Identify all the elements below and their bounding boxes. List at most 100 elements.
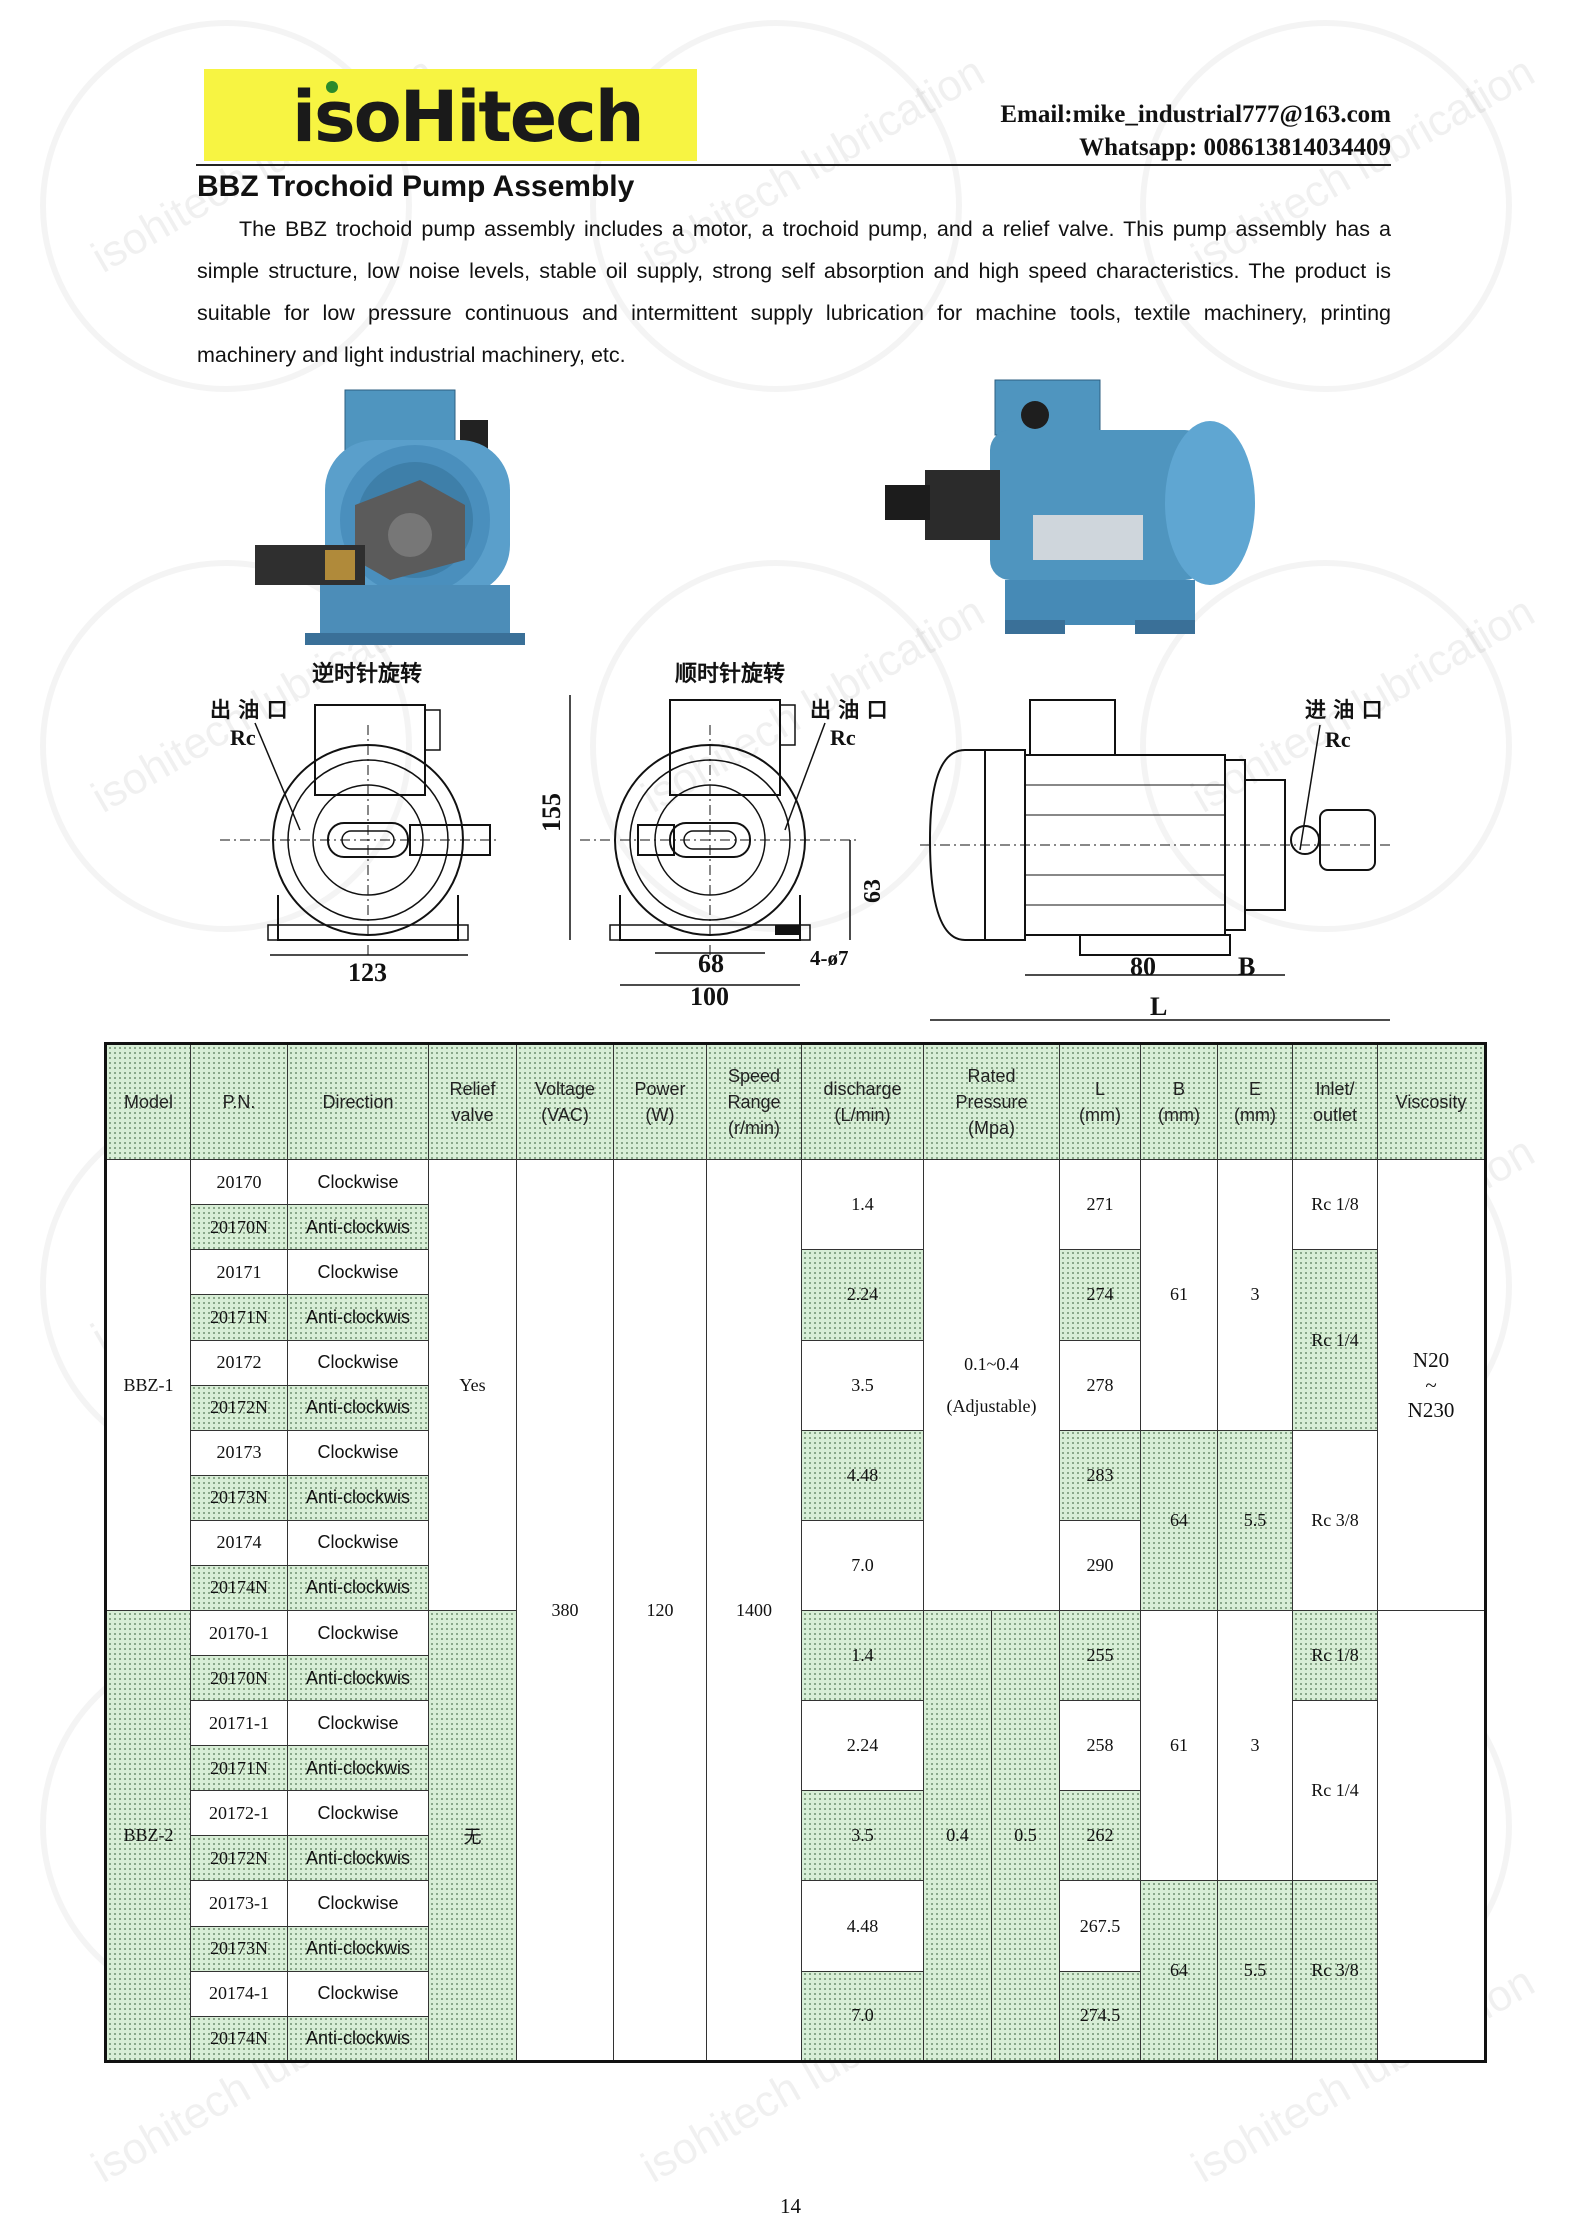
company-logo: isoHitech (204, 69, 697, 161)
port-thread: Rc (830, 725, 856, 750)
header-power: Power(W) (613, 1042, 707, 1161)
contact-info: Email:mike_industrial777@163.com Whatsap… (1000, 98, 1391, 164)
cell-pn: 20170 (190, 1159, 288, 1206)
cell-direction: Clockwise (287, 1970, 429, 2017)
table-row: 20173N Anti-clockwis (106, 1474, 1486, 1521)
header-pn: P.N. (190, 1042, 288, 1161)
cell-inlet: Rc 1/4 (1292, 1249, 1378, 1431)
header-model: Model (105, 1042, 191, 1161)
cell-l: 262 (1059, 1790, 1141, 1882)
cell-pn: 20173-1 (190, 1880, 288, 1927)
cell-viscosity (1377, 1610, 1486, 2062)
table-row: 20172-1 Clockwise 3.5 262 (106, 1790, 1486, 1882)
cell-pressure-max: 0.5 (991, 1610, 1060, 2062)
table-row: 20174-1 Clockwise 7.0 274.5 (106, 1970, 1486, 2063)
page-title: BBZ Trochoid Pump Assembly (197, 170, 635, 203)
cell-l: 283 (1059, 1429, 1141, 1521)
pump-photo-side (885, 379, 1255, 634)
table-row: BBZ-2 20170-1 Clockwise 无 1.4 0.4 0.5 25… (105, 1609, 1486, 2062)
cell-model: BBZ-1 (105, 1159, 191, 1611)
cell-inlet: Rc 1/8 (1292, 1609, 1378, 1702)
cell-inlet: Rc 1/4 (1292, 1700, 1378, 1882)
cell-pn: 20174-1 (190, 1970, 288, 2017)
cell-e: 3 (1217, 1609, 1293, 1882)
cell-pn: 20170N (190, 1655, 288, 1702)
header-viscosity: Viscosity (1377, 1042, 1486, 1161)
header-voltage: Voltage(VAC) (516, 1042, 614, 1161)
cell-direction: Anti-clockwis (287, 1384, 429, 1431)
header-divider (196, 164, 1391, 166)
cell-pn: 20174 (190, 1519, 288, 1566)
header-direction: Direction (287, 1042, 429, 1161)
cell-pn: 20171 (190, 1249, 288, 1296)
cell-l: 274 (1059, 1249, 1141, 1341)
table-row: 20174N Anti-clockwis (106, 1564, 1486, 1612)
cell-l: 274.5 (1059, 1970, 1141, 2063)
table-row: 20173 Clockwise 4.48 283 64 5.5 Rc 3/8 (106, 1429, 1486, 1612)
cell-direction: Anti-clockwis (287, 1474, 429, 1521)
table-row: 20173-1 Clockwise 4.48 267.5 64 5.5 Rc 3… (106, 1880, 1486, 2062)
dim-80: 80 (1130, 952, 1156, 981)
dim-holes: 4-ø7 (810, 946, 849, 970)
contact-whatsapp: Whatsapp: 008613814034409 (1079, 134, 1391, 161)
cell-discharge: 1.4 (801, 1159, 924, 1251)
cell-pn: 20171N (190, 1294, 288, 1341)
cell-l: 290 (1059, 1519, 1141, 1612)
cell-pn: 20172 (190, 1339, 288, 1386)
cell-discharge: 4.48 (801, 1429, 924, 1521)
cell-direction: Clockwise (287, 1519, 429, 1566)
cell-inlet: Rc 3/8 (1292, 1880, 1378, 2062)
cell-model: BBZ-2 (105, 1610, 191, 2062)
cell-direction: Anti-clockwis (287, 1564, 429, 1612)
table-row: 20172N Anti-clockwis (106, 1835, 1486, 1882)
table-row: 20174N Anti-clockwis (106, 2015, 1486, 2063)
cell-pn: 20172-1 (190, 1790, 288, 1837)
cell-direction: Clockwise (287, 1249, 429, 1296)
cell-l: 278 (1059, 1339, 1141, 1431)
drawing-clockwise: 顺时针旋转 出 油 口 Rc 155 63 68 4-ø7 100 (537, 661, 888, 1011)
table-row: 20172N Anti-clockwis (106, 1384, 1486, 1431)
dim-width: 123 (348, 958, 387, 985)
table-row: 20172 Clockwise 3.5 278 (106, 1339, 1486, 1431)
cell-direction: Clockwise (287, 1790, 429, 1837)
cell-pn: 20171-1 (190, 1700, 288, 1747)
table-row: 20170N Anti-clockwis (106, 1655, 1486, 1702)
cell-l: 258 (1059, 1700, 1141, 1792)
cell-direction: Clockwise (287, 1609, 429, 1657)
port-label: 进 油 口 (1305, 698, 1383, 722)
cell-discharge: 3.5 (801, 1790, 924, 1882)
cell-direction: Anti-clockwis (287, 1835, 429, 1882)
cell-direction: Clockwise (287, 1339, 429, 1386)
intro-paragraph: The BBZ trochoid pump assembly includes … (197, 217, 1391, 367)
cell-pressure: 0.1~0.4(Adjustable) (923, 1159, 1060, 1611)
cell-pn: 20174N (190, 1564, 288, 1612)
port-label: 出 油 口 (810, 698, 888, 722)
table-row: 20171N Anti-clockwis (106, 1745, 1486, 1792)
cell-b: 64 (1140, 1880, 1218, 2062)
table-row: BBZ-1 20170 Clockwise Yes 380 120 1400 1… (105, 1159, 1486, 2062)
cell-speed: 1400 (706, 1159, 802, 2062)
cell-b: 61 (1140, 1159, 1218, 1431)
cell-inlet: Rc 1/8 (1292, 1159, 1378, 1251)
cell-direction: Anti-clockwis (287, 1294, 429, 1341)
cell-relief: Yes (428, 1159, 517, 1611)
header-b: B(mm) (1140, 1042, 1218, 1161)
cell-direction: Clockwise (287, 1429, 429, 1476)
table-row: 20171 Clockwise 2.24 274 Rc 1/4 (106, 1249, 1486, 1431)
cell-discharge: 2.24 (801, 1249, 924, 1341)
dim-center: 63 (860, 879, 886, 903)
cell-pn: 20170N (190, 1204, 288, 1251)
table-row: 20174 Clockwise 7.0 290 (106, 1519, 1486, 1612)
header-l: L(mm) (1059, 1042, 1141, 1161)
port-thread: Rc (1325, 727, 1351, 752)
cell-viscosity: N20~N230 (1377, 1159, 1486, 1611)
table-row: 20171-1 Clockwise 2.24 258 Rc 1/4 (106, 1700, 1486, 1882)
dim-b: B (1238, 952, 1255, 981)
cell-discharge: 3.5 (801, 1339, 924, 1431)
dim-100: 100 (690, 982, 729, 1011)
cell-direction: Anti-clockwis (287, 1925, 429, 1972)
cell-pn: 20171N (190, 1745, 288, 1792)
cell-discharge: 7.0 (801, 1519, 924, 1612)
